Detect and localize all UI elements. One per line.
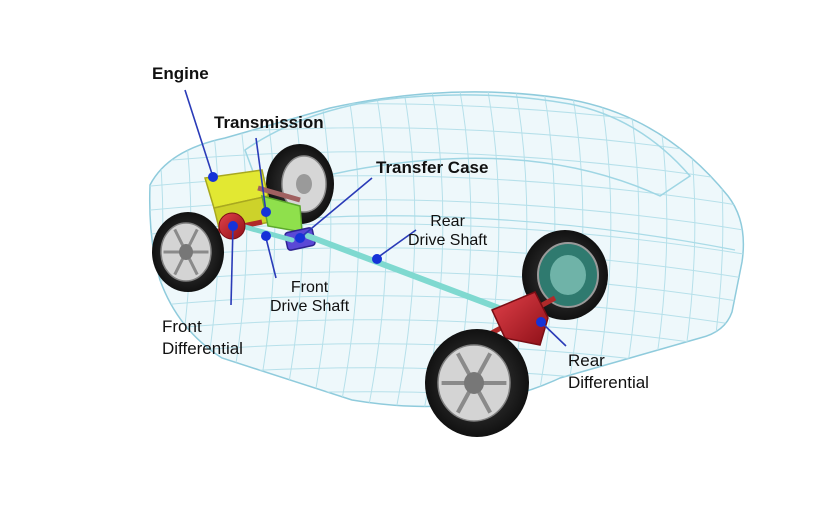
marker-rear-drive-shaft [372,254,382,264]
wheel-rear-near [425,329,529,437]
car-cabin-outline [244,94,692,197]
label-front-drive-shaft-line2: Drive Shaft [270,298,350,315]
marker-transmission [261,207,271,217]
label-transmission: Transmission [214,113,324,132]
wheel-front-near [152,212,224,292]
marker-dots [208,172,546,327]
label-engine: Engine [152,64,209,83]
wheel-rear-far [522,230,608,320]
label-rear-drive-shaft-line1: Rear [430,213,465,230]
label-front-drive-shaft-line1: Front [290,279,329,296]
label-rear-differential: Rear Differential [568,350,649,394]
leader-engine [184,89,214,178]
marker-front-drive-shaft [261,231,271,241]
label-front-differential-line1: Front [162,317,202,336]
label-front-differential: Front Differential [162,316,243,360]
label-rear-differential-line2: Differential [568,373,649,392]
front-axle-far [257,185,301,203]
leader-rear-differential [540,321,567,347]
marker-front-differential [228,221,238,231]
marker-rear-differential [536,317,546,327]
label-rear-drive-shaft: Rear Drive Shaft [408,212,487,250]
marker-engine [208,172,218,182]
rear-differential-unit [490,291,549,346]
leader-front-differential [230,225,234,306]
label-transfer-case: Transfer Case [376,158,489,177]
label-front-drive-shaft: Front Drive Shaft [270,278,349,316]
rear-drive-shaft-bar [305,233,515,316]
leader-transmission [255,137,267,213]
leader-rear-drive-shaft [376,229,417,259]
label-rear-drive-shaft-line2: Drive Shaft [408,232,488,249]
leader-lines [184,89,567,347]
marker-transfer-case [295,233,305,243]
label-rear-differential-line1: Rear [568,351,605,370]
leader-transfer-case [299,177,373,239]
label-front-differential-line2: Differential [162,339,243,358]
leader-front-drive-shaft [265,237,277,279]
